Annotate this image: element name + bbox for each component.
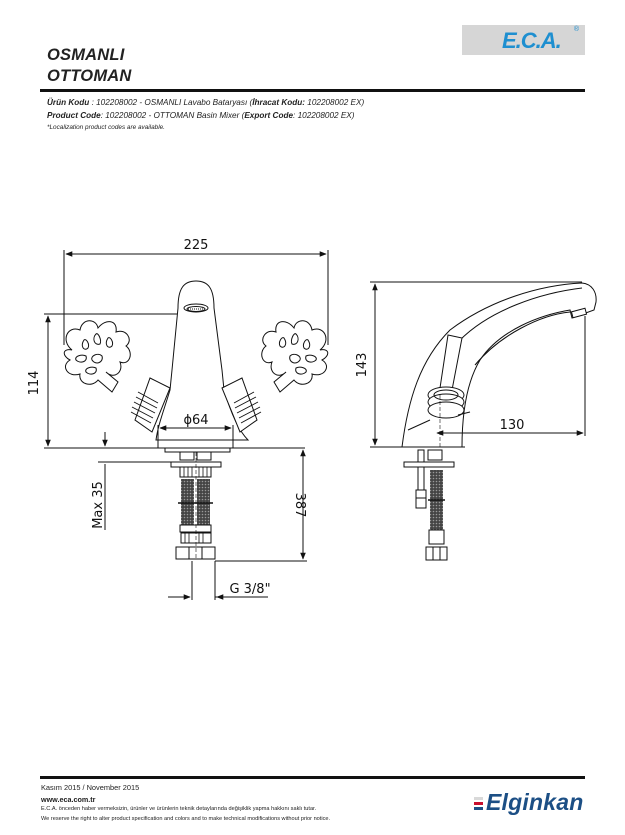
website-link[interactable]: www.eca.com.tr — [41, 795, 96, 804]
publication-date: Kasım 2015 / November 2015 — [41, 783, 140, 792]
front-view-labels: 225 114 ϕ64 Max 35 387 G 3/8" — [27, 238, 307, 597]
localization-note: *Localization product codes are availabl… — [47, 124, 165, 131]
side-height-label: 143 — [355, 353, 370, 378]
width-dimension-label: 225 — [184, 238, 209, 253]
right-handle — [221, 320, 329, 433]
export-code-en-label: Export Code — [244, 111, 294, 120]
header-divider — [40, 89, 585, 92]
eca-logo-text: E.C.A. — [502, 28, 562, 53]
eca-logo: E.C.A. ® — [462, 25, 585, 55]
product-code-en: Product Code: 102208002 - OTTOMAN Basin … — [47, 111, 355, 120]
export-code-tr-value: 102208002 EX) — [305, 98, 365, 107]
product-code-en-label: Product Code — [47, 111, 101, 120]
product-code-tr-label: Ürün Kodu — [47, 98, 90, 107]
hose-length-label: 387 — [292, 493, 307, 518]
disclaimer-en: We reserve the right to alter product sp… — [41, 816, 331, 822]
export-code-tr-label: İhracat Kodu: — [252, 98, 306, 107]
footer-divider — [40, 776, 585, 779]
disclaimer-tr: E.C.A. önceden haber vermeksizin, ürünle… — [41, 806, 317, 812]
max-thickness-label: Max 35 — [91, 481, 106, 529]
separator: : — [100, 111, 106, 120]
separator: : — [89, 98, 97, 107]
elginkan-logo-bars-icon — [474, 797, 483, 812]
thread-size-label: G 3/8" — [229, 582, 270, 597]
technical-drawing: 225 114 ϕ64 Max 35 387 G 3/8" — [27, 238, 597, 600]
registered-mark: ® — [573, 26, 579, 33]
height-dimension-label: 114 — [27, 371, 42, 396]
elginkan-logo-text: Elginkan — [486, 789, 584, 815]
left-handle — [63, 320, 171, 433]
product-code-tr-value: 102208002 - OSMANLI Lavabo Bataryası ( — [96, 98, 253, 107]
side-view — [370, 281, 597, 561]
product-code-tr: Ürün Kodu : 102208002 - OSMANLI Lavabo B… — [47, 98, 364, 107]
export-code-en-value: : 102208002 EX) — [293, 111, 355, 120]
side-view-labels: 143 130 — [355, 353, 524, 433]
front-view — [44, 250, 329, 600]
base-diameter-label: ϕ64 — [183, 413, 208, 428]
product-code-en-value: 102208002 - OTTOMAN Basin Mixer ( — [105, 111, 245, 120]
reach-label: 130 — [500, 418, 525, 433]
product-title-en: OTTOMAN — [47, 67, 132, 85]
product-title-tr: OSMANLI — [47, 46, 125, 64]
